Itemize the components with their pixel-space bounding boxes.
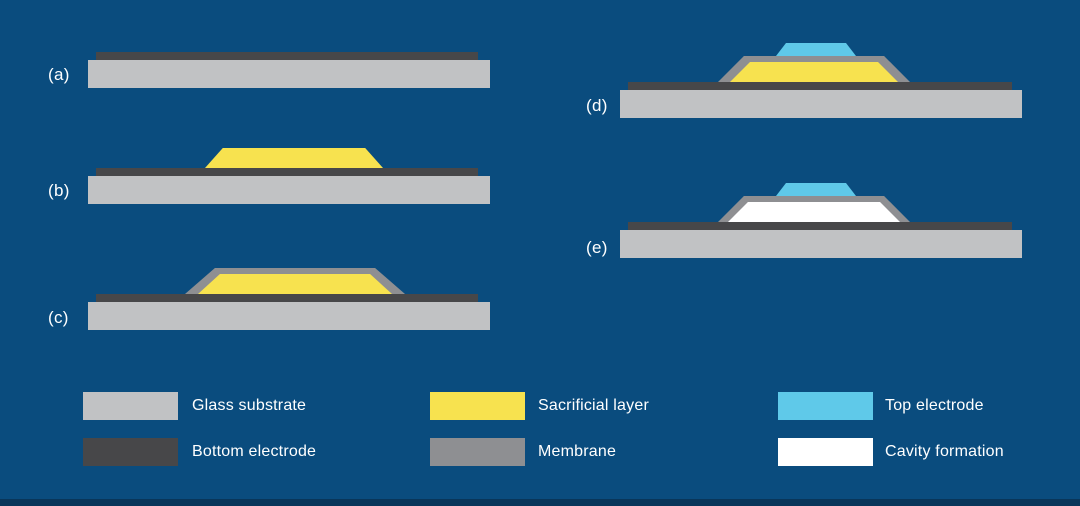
legend-label-bottom-electrode: Bottom electrode [192,443,317,460]
legend-swatch-glass-substrate [83,392,178,420]
legend-swatch-cavity-formation [778,438,873,466]
legend-label-sacrificial-layer: Sacrificial layer [538,397,649,414]
sacrificial-layer [730,62,898,82]
bottom-electrode-layer [96,294,478,302]
glass-substrate-layer [88,176,490,204]
legend-swatch-bottom-electrode [83,438,178,466]
glass-substrate-layer [88,302,490,330]
glass-substrate-layer [620,90,1022,118]
panel-c-label: (c) [48,308,69,327]
bottom-electrode-layer [628,82,1012,90]
glass-substrate-layer [88,60,490,88]
legend-label-top-electrode: Top electrode [885,397,984,414]
legend-label-cavity-formation: Cavity formation [885,443,1004,460]
sacrificial-layer [198,274,392,294]
top-electrode-layer [776,183,856,196]
bottom-electrode-layer [628,222,1012,230]
cavity-formation-layer [728,202,900,222]
legend-swatch-sacrificial-layer [430,392,525,420]
bottom-border [0,499,1080,506]
panel-d-label: (d) [586,96,608,115]
glass-substrate-layer [620,230,1022,258]
panel-a-label: (a) [48,65,70,84]
legend-label-membrane: Membrane [538,443,617,460]
top-electrode-layer [776,43,856,56]
panel-e-label: (e) [586,238,608,257]
bottom-electrode-layer [96,168,478,176]
sacrificial-layer [205,148,383,168]
legend-swatch-membrane [430,438,525,466]
panel-b-label: (b) [48,181,70,200]
legend-swatch-top-electrode [778,392,873,420]
legend-label-glass-substrate: Glass substrate [192,397,307,414]
bottom-electrode-layer [96,52,478,60]
